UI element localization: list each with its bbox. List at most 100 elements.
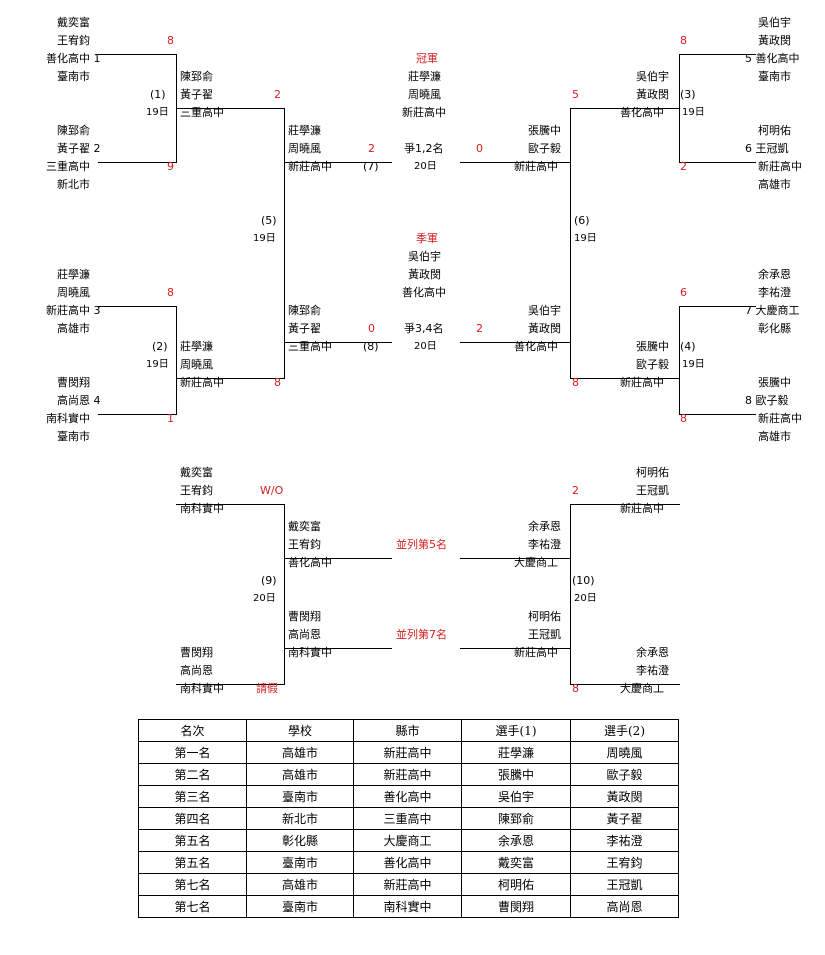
bracket-label: 王宥鈞	[288, 538, 321, 551]
bracket-line	[176, 378, 285, 379]
bracket-label: 大慶商工	[514, 556, 558, 569]
bracket-label: 吳伯宇	[758, 16, 791, 29]
bracket-label: 莊學濂	[57, 268, 90, 281]
table-cell: 柯明佑	[461, 873, 571, 896]
bracket-label: (9)	[261, 574, 277, 587]
bracket-label: (6)	[574, 214, 590, 227]
table-cell: 戴奕富	[461, 851, 571, 874]
table-cell: 第二名	[138, 763, 247, 786]
table-row: 第七名臺南市南科實中曹閔翔高尚恩	[138, 895, 679, 918]
bracket-label: 8	[167, 34, 174, 47]
table-cell: 黃子翟	[570, 807, 679, 830]
bracket-line	[176, 504, 285, 505]
bracket-label: 柯明佑	[758, 124, 791, 137]
bracket-label: 5	[572, 88, 579, 101]
bracket-label: 20日	[414, 161, 437, 172]
bracket-label: 黃政閔	[528, 322, 561, 335]
table-cell: 大慶商工	[353, 829, 462, 852]
bracket-label: (7)	[363, 160, 379, 173]
table-cell: 王宥鈞	[570, 851, 679, 874]
bracket-line	[284, 648, 392, 649]
bracket-label: 20日	[574, 593, 597, 604]
bracket-label: (4)	[680, 340, 696, 353]
bracket-label: 新莊高中	[758, 160, 802, 173]
bracket-label: 19日	[682, 107, 705, 118]
table-cell: 第一名	[138, 741, 247, 764]
bracket-label: 南科實中	[288, 646, 332, 659]
bracket-label: 三重高中	[46, 160, 90, 173]
bracket-label: 新莊高中	[288, 160, 332, 173]
bracket-line	[679, 306, 680, 415]
table-cell: 莊學濂	[461, 741, 571, 764]
table-cell: 第五名	[138, 829, 247, 852]
results-table: 名次 學校 縣市 選手(1) 選手(2) 第一名高雄市新莊高中莊學濂周曉風第二名…	[138, 719, 679, 918]
bracket-label: (3)	[680, 88, 696, 101]
table-row: 第五名彰化縣大慶商工余承恩李祐澄	[138, 829, 679, 852]
bracket-label: W/O	[260, 484, 284, 497]
bracket-label: 南科實中	[46, 412, 90, 425]
bracket-label: 新莊高中	[402, 106, 446, 119]
bracket-label: 戴奕富	[57, 16, 90, 29]
bracket-label: 善化高中	[514, 340, 558, 353]
table-cell: 黃政閔	[570, 785, 679, 808]
bracket-line	[570, 378, 680, 379]
bracket-line	[679, 414, 756, 415]
bracket-label: 冠軍	[416, 52, 438, 65]
bracket-line	[679, 306, 756, 307]
bracket-label: 請假	[256, 682, 278, 695]
bracket-label: 1	[167, 412, 174, 425]
bracket-label: 善化高中	[402, 286, 446, 299]
bracket-label: 三重高中	[288, 340, 332, 353]
bracket-label: (2)	[152, 340, 168, 353]
bracket-label: 黃子翟	[180, 88, 213, 101]
bracket-line	[98, 162, 177, 163]
table-row: 第一名高雄市新莊高中莊學濂周曉風	[138, 741, 679, 764]
bracket-label: 19日	[146, 359, 169, 370]
bracket-label: 莊學濂	[288, 124, 321, 137]
bracket-label: 陳郅俞	[180, 70, 213, 83]
table-cell: 王冠凱	[570, 873, 679, 896]
bracket-line	[460, 162, 571, 163]
bracket-label: 王宥鈞	[57, 34, 90, 47]
bracket-label: 余承恩	[636, 646, 669, 659]
bracket-label: 8	[572, 376, 579, 389]
bracket-label: 黃政閔	[408, 268, 441, 281]
bracket-label: 周曉風	[180, 358, 213, 371]
bracket-label: 李祐澄	[758, 286, 791, 299]
bracket-label: 黃子翟 2	[57, 142, 101, 155]
bracket-line	[98, 414, 177, 415]
bracket-label: 陳郅俞	[288, 304, 321, 317]
bracket-label: 王宥鈞	[180, 484, 213, 497]
bracket-label: 善化高中 1	[46, 52, 101, 65]
bracket-label: 莊學濂	[180, 340, 213, 353]
bracket-label: 曹閔翔	[180, 646, 213, 659]
table-cell: 南科實中	[353, 895, 462, 918]
bracket-label: 新莊高中	[620, 502, 664, 515]
bracket-label: 歐子毅	[528, 142, 561, 155]
bracket-label: 黃子翟	[288, 322, 321, 335]
table-cell: 高雄市	[246, 873, 354, 896]
bracket-label: 曹閔翔	[288, 610, 321, 623]
bracket-label: 新莊高中	[180, 376, 224, 389]
table-cell: 臺南市	[246, 851, 354, 874]
table-cell: 第四名	[138, 807, 247, 830]
bracket-label: 高尚恩	[288, 628, 321, 641]
bracket-label: 臺南市	[57, 70, 90, 83]
bracket-label: 20日	[414, 341, 437, 352]
bracket-label: 20日	[253, 593, 276, 604]
bracket-label: (10)	[572, 574, 595, 587]
bracket-label: 張騰中	[636, 340, 669, 353]
bracket-label: 0	[368, 322, 375, 335]
table-cell: 新莊高中	[353, 741, 462, 764]
bracket-label: 陳郅俞	[57, 124, 90, 137]
bracket-line	[460, 558, 571, 559]
bracket-label: 8	[680, 34, 687, 47]
bracket-label: 戴奕富	[180, 466, 213, 479]
table-cell: 高雄市	[246, 763, 354, 786]
bracket-label: 黃政閔	[636, 88, 669, 101]
bracket-label: 8 歐子毅	[745, 394, 789, 407]
bracket-label: (1)	[150, 88, 166, 101]
bracket-label: 黃政閔	[758, 34, 791, 47]
bracket-label: 高尚恩 4	[57, 394, 101, 407]
bracket-label: 19日	[682, 359, 705, 370]
